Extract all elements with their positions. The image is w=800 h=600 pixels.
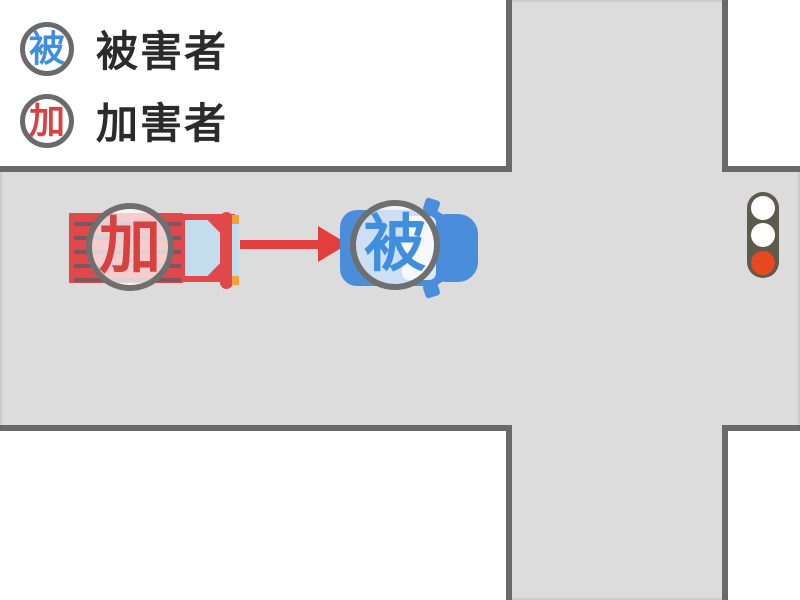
perpetrator-truck: 加 — [69, 203, 241, 296]
impact-arrow-icon — [240, 226, 348, 262]
legend-row-victim: 被 被害者 — [20, 18, 228, 79]
legend-label-victim: 被害者 — [96, 28, 229, 75]
traffic-light-top-lamp — [751, 195, 775, 220]
perpetrator-badge-icon: 加 — [20, 93, 74, 148]
truck-front-window — [232, 224, 239, 276]
corner-block-top-right — [722, 0, 800, 172]
arrow-shaft — [240, 240, 320, 249]
legend-row-perpetrator: 加 加害者 — [20, 90, 228, 151]
truck-front-bumper — [220, 212, 233, 289]
legend-label-perpetrator: 加害者 — [96, 100, 229, 147]
traffic-light-red-lamp — [751, 250, 775, 275]
traffic-light-icon — [747, 192, 779, 278]
legend-panel: 被 被害者 加 加害者 — [0, 0, 512, 172]
traffic-light-middle-lamp — [751, 223, 775, 247]
truck-perpetrator-badge: 加 — [86, 203, 174, 291]
car-victim-badge: 被 — [350, 200, 440, 290]
corner-block-bottom-left — [0, 425, 512, 600]
victim-car: 被 — [340, 197, 480, 299]
truck-headlight — [232, 276, 239, 285]
corner-block-bottom-right — [722, 425, 800, 600]
victim-badge-icon: 被 — [20, 21, 74, 76]
truck-headlight — [232, 215, 239, 224]
